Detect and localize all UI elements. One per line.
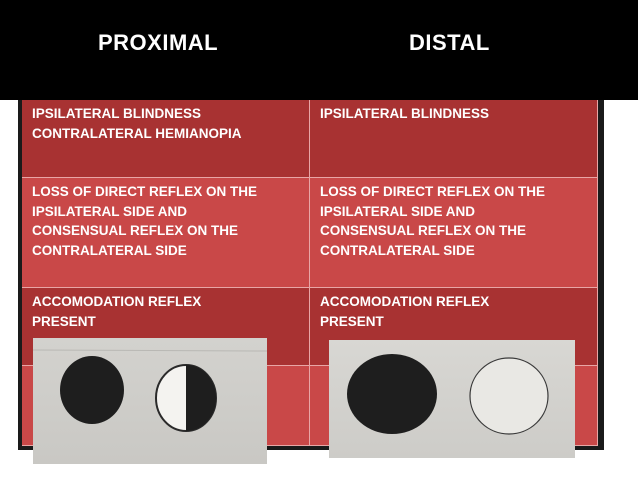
cell-text-line: ACCOMODATION REFLEX	[320, 294, 490, 309]
cell-text-line: IPSILATERAL BLINDNESS	[320, 106, 490, 121]
cell-text-line: LOSS OF DIRECT REFLEX ON THE	[32, 184, 258, 199]
cell-text-line: CONSENSUAL REFLEX ON THE	[32, 223, 239, 238]
cell-text-line: IPSILATERAL SIDE AND	[32, 203, 188, 219]
cell-text-line: LOSS OF DIRECT REFLEX ON THE	[320, 184, 546, 199]
proximal-column-header: PROXIMAL	[98, 30, 219, 55]
distal-cell-light-reflex: LOSS OF DIRECT REFLEX ON THE IPSILATERAL…	[310, 178, 598, 288]
distal-column-header: DISTAL	[409, 30, 490, 55]
pupil-diagram-distal	[347, 354, 549, 435]
cell-text-line: CONTRALATERAL HEMIANOPIA	[32, 125, 242, 141]
filled-pupil-icon	[347, 354, 437, 434]
empty-pupil-icon	[469, 357, 549, 435]
half-pupil-shade	[186, 365, 216, 431]
cell-text-line: IPSILATERAL BLINDNESS	[32, 106, 202, 121]
paper-line	[33, 349, 267, 352]
cell-text-line: CONTRALATERAL SIDE	[320, 242, 475, 258]
filled-pupil-icon	[60, 356, 124, 424]
header-band	[0, 0, 638, 100]
proximal-cell-light-reflex: LOSS OF DIRECT REFLEX ON THE IPSILATERAL…	[22, 178, 310, 288]
cell-text-line: PRESENT	[32, 313, 96, 329]
cell-text-line: CONTRALATERAL SIDE	[32, 242, 187, 258]
distal-pupil-photo	[329, 340, 575, 458]
distal-cell-visual-field: IPSILATERAL BLINDNESS	[310, 100, 598, 178]
cell-text-line: IPSILATERAL SIDE AND	[320, 203, 476, 219]
cell-text-line: ACCOMODATION REFLEX	[32, 294, 202, 309]
cell-text-line: CONSENSUAL REFLEX ON THE	[320, 223, 527, 238]
cell-text-line: PRESENT	[320, 313, 384, 329]
pupil-diagram-proximal	[33, 349, 267, 432]
proximal-pupil-photo	[33, 338, 267, 464]
proximal-cell-visual-field: IPSILATERAL BLINDNESS CONTRALATERAL HEMI…	[22, 100, 310, 178]
